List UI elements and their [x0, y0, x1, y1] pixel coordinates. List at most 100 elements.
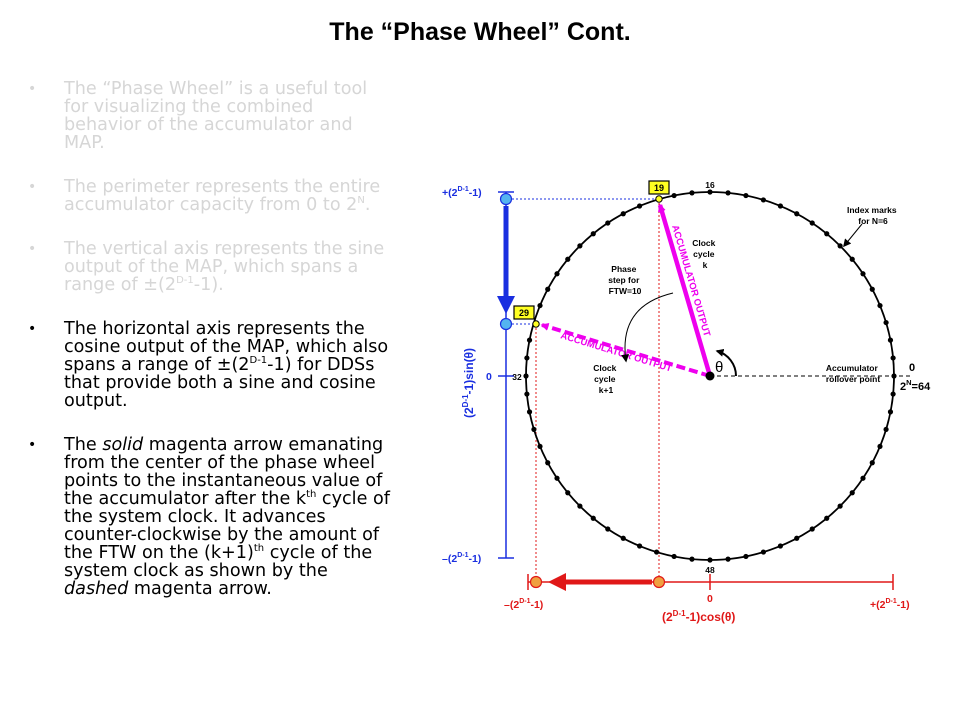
- horizontal-axis: –(2D-1-1) 0 +(2D-1-1) (2D-1-1)cos(θ): [504, 573, 910, 624]
- wheel-label-32: 32: [512, 372, 522, 382]
- bullet-dot: •: [28, 321, 37, 337]
- bullet-emphasis-dashed: dashed: [64, 579, 129, 599]
- index-mark: [524, 391, 530, 397]
- index-mark: [809, 220, 815, 226]
- clock-cycle-k-label: Clock cycle k: [692, 238, 718, 270]
- index-mark: [671, 192, 677, 199]
- cosine-point-k1: [529, 575, 543, 589]
- bullet-magenta-arrow: • The solid magenta arrow emanating from…: [28, 436, 390, 598]
- index-mark: [777, 203, 784, 209]
- sine-point-k1: [499, 317, 513, 331]
- index-mark: [777, 543, 784, 549]
- cosine-change-arrow-head: [548, 573, 566, 591]
- clock-cycle-k1-label: Clock cycle k+1: [593, 363, 619, 395]
- wheel-label-16: 16: [705, 180, 715, 190]
- bullet-text-end: -1) for DDSs that provide both a sine an…: [64, 355, 376, 411]
- bullet-dot: •: [28, 179, 37, 195]
- index-mark: [743, 553, 749, 560]
- bullet-emphasis-solid: solid: [102, 435, 144, 455]
- index-mark: [671, 553, 677, 560]
- cosine-axis-title: (2D-1-1)cos(θ): [662, 609, 735, 624]
- cosine-point-k: [652, 575, 666, 589]
- sine-zero-label: 0: [486, 371, 492, 383]
- sine-axis-title: (2D-1-1)sin(θ): [461, 348, 476, 418]
- index-mark: [824, 515, 830, 521]
- wheel-label-0: 0: [909, 362, 915, 374]
- index-mark: [849, 490, 855, 496]
- index-mark: [760, 197, 767, 203]
- vertical-axis: +(2D-1-1) 0 –(2D-1-1) (2D-1-1)sin(θ): [442, 186, 515, 565]
- index-mark: [837, 503, 843, 509]
- index-marks-note: Index marks for N=6: [847, 205, 899, 226]
- index-mark: [590, 231, 596, 237]
- index-mark: [524, 355, 530, 361]
- index-mark: [869, 286, 875, 292]
- bullet-dot: •: [28, 437, 37, 453]
- cosine-change-arrow-shaft: [564, 579, 652, 585]
- wheel-center-point: [705, 371, 715, 381]
- page-title: The “Phase Wheel” Cont.: [329, 18, 631, 46]
- index-mark: [689, 556, 695, 562]
- index-mark: [636, 543, 643, 549]
- bullet-text-end: -1).: [193, 275, 224, 295]
- index-marks: [523, 189, 897, 563]
- bullet-superscript: D-1: [176, 275, 194, 287]
- index-box-29: [513, 305, 535, 320]
- bullet-text: magenta arrow emanating from the center …: [64, 435, 384, 509]
- bullet-vertical-axis: • The vertical axis represents the sine …: [28, 240, 390, 294]
- bullet-superscript: N: [357, 195, 365, 207]
- index-mark: [554, 271, 560, 277]
- bullet-list: • The “Phase Wheel” is a useful tool for…: [28, 80, 390, 624]
- index-mark: [860, 475, 866, 481]
- wheel-label-48: 48: [705, 565, 715, 575]
- index-mark: [890, 355, 896, 361]
- index-mark: [526, 337, 533, 343]
- index-mark: [523, 373, 529, 379]
- projection-lines: [512, 198, 660, 576]
- bullet-text: The vertical axis represents the sine ou…: [64, 239, 385, 295]
- index-mark: [883, 319, 889, 326]
- rollover-note: Accumulator rollover point: [826, 363, 880, 384]
- index-mark: [537, 443, 543, 450]
- bullet-text: cycle of the system clock. It advances c…: [64, 489, 390, 563]
- index-box-19-label: 19: [654, 183, 664, 193]
- index-box-19: [648, 180, 670, 195]
- index-mark: [565, 490, 571, 496]
- index-mark: [877, 443, 883, 450]
- index-mark: [707, 557, 713, 563]
- phase-step-label: Phase step for FTW=10: [608, 264, 642, 296]
- sine-change-arrow-shaft: [503, 206, 509, 298]
- index-mark: [620, 211, 626, 217]
- index-mark: [689, 190, 695, 196]
- index-mark: [837, 243, 843, 249]
- index-mark: [620, 535, 626, 541]
- rollover-count-label: 2N=64: [900, 378, 931, 393]
- phase-wheel-diagram: +(2D-1-1) 0 –(2D-1-1) (2D-1-1)sin(θ) –(2…: [442, 180, 931, 624]
- theta-arc: [715, 348, 737, 377]
- index-mark: [590, 515, 596, 521]
- index-mark: [605, 526, 611, 532]
- index-mark: [824, 231, 830, 237]
- bullet-perimeter: • The perimeter represents the entire ac…: [28, 178, 390, 214]
- index-mark: [760, 549, 767, 555]
- accumulator-arrow-solid: [657, 203, 713, 377]
- index-mark: [743, 192, 749, 199]
- index-mark: [890, 391, 896, 397]
- bullet-horizontal-axis: • The horizontal axis represents the cos…: [28, 320, 390, 410]
- bullet-text: The perimeter represents the entire accu…: [64, 177, 381, 215]
- index-mark: [577, 503, 583, 509]
- accumulator-point-k: [655, 195, 663, 203]
- index-mark: [725, 556, 731, 562]
- sine-change-arrow-head: [497, 296, 515, 314]
- theta-label: θ: [715, 359, 723, 376]
- index-box-29-label: 29: [519, 308, 529, 318]
- index-mark: [545, 286, 551, 292]
- index-mark: [537, 302, 543, 309]
- index-mark: [869, 460, 875, 466]
- index-mark: [887, 337, 894, 343]
- index-mark: [794, 535, 800, 541]
- accumulator-arrow-dashed: [540, 323, 711, 378]
- bullet-text: The “Phase Wheel” is a useful tool for v…: [64, 79, 368, 153]
- index-mark: [636, 203, 643, 209]
- index-mark: [605, 220, 611, 226]
